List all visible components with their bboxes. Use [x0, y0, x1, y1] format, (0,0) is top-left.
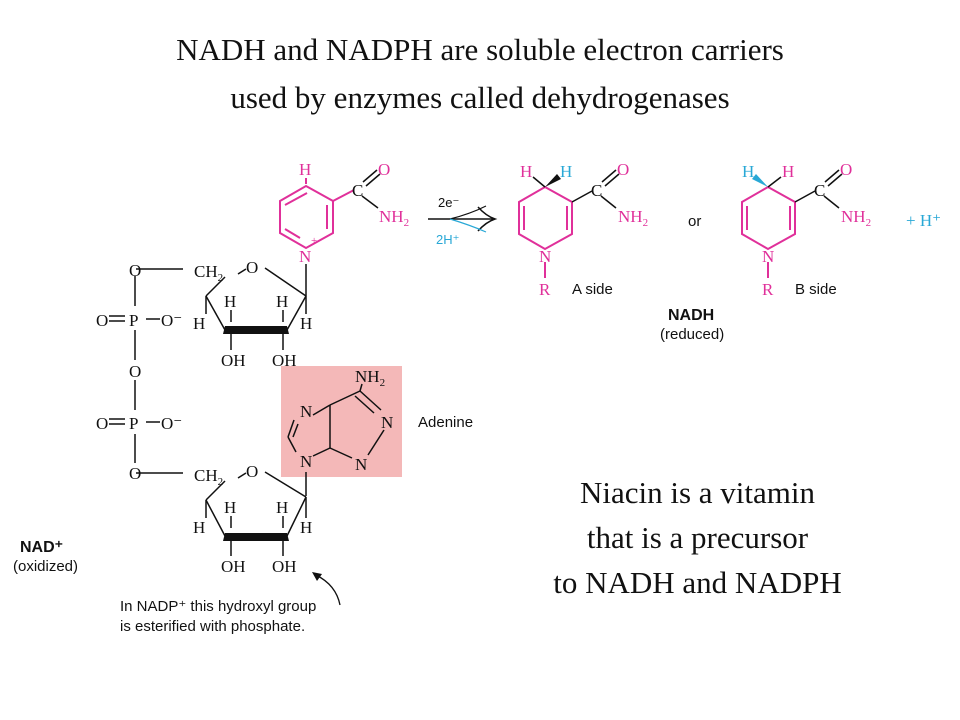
a-side-h-bond	[532, 176, 546, 188]
upper-h-2: H	[276, 292, 288, 311]
b-side-h-magenta: H	[782, 162, 794, 181]
niacin-note-line-3: to NADH and NADPH	[553, 565, 842, 600]
hydroxyl-pointer-arrowhead	[312, 572, 322, 581]
a-side-r: R	[539, 280, 551, 299]
b-side-amide-o: O	[840, 160, 852, 179]
b-side-h-cyan: H	[742, 162, 754, 181]
lower-ring-o-label: O	[246, 462, 258, 481]
upper-h-1: H	[224, 292, 236, 311]
adenine-ring	[287, 383, 385, 459]
adenine-n9: N	[300, 452, 312, 471]
or-label: or	[688, 213, 701, 230]
upper-oh-1: OH	[221, 351, 246, 370]
phosphate-o-3: O	[96, 414, 108, 433]
upper-ribose	[136, 267, 307, 350]
lower-ribose	[205, 471, 307, 556]
lower-h-2: H	[276, 498, 288, 517]
b-side-amide-nh2: NH2	[841, 207, 871, 229]
phosphate-o-minus-2: O⁻	[161, 414, 182, 433]
nadp-note-line-2: is esterified with phosphate.	[120, 618, 305, 635]
a-side-wedge-bond	[545, 174, 561, 187]
arrow-label-electrons: 2e⁻	[438, 195, 459, 210]
adenine-n3: N	[355, 455, 367, 474]
plus-proton-label: + H⁺	[906, 211, 941, 230]
carboxamide-group	[361, 169, 381, 209]
nad-state-label: (oxidized)	[13, 558, 78, 575]
upper-h-4: H	[300, 314, 312, 333]
phosphorus-1: P	[129, 311, 138, 330]
nadh-label: NADH	[668, 307, 714, 324]
adenine-label: Adenine	[418, 414, 473, 431]
phosphate-o-2: O	[96, 311, 108, 330]
title-line-1: NADH and NADPH are soluble electron carr…	[176, 32, 784, 67]
b-side-n: N	[762, 247, 774, 266]
b-side-h-bond	[767, 176, 782, 188]
reaction-arrow	[428, 205, 498, 233]
a-side-n: N	[539, 247, 551, 266]
a-side-carboxamide	[571, 169, 620, 209]
amide-nh2-label: NH2	[379, 207, 409, 229]
phosphate-o-4: O	[129, 464, 141, 483]
lower-ribose-bold-bond	[223, 533, 289, 541]
phosphate-o-1: O	[129, 261, 141, 280]
niacin-note-line-2: that is a precursor	[586, 520, 809, 555]
ring-n-label: N	[299, 247, 311, 266]
hydroxyl-pointer-arrow	[315, 574, 341, 606]
upper-ch2-label: CH2	[194, 262, 223, 284]
adenine-n1: N	[381, 413, 393, 432]
nad-label: NAD⁺	[20, 539, 63, 556]
lower-h-1: H	[224, 498, 236, 517]
a-side-amide-nh2: NH2	[618, 207, 648, 229]
b-side-r: R	[762, 280, 774, 299]
title-line-2: used by enzymes called dehydrogenases	[230, 80, 730, 115]
nicotinamide-ring-oxidized	[279, 178, 355, 250]
a-side-h-magenta: H	[520, 162, 532, 181]
a-side-h-cyan: H	[560, 162, 572, 181]
a-side-amide-c: C	[591, 181, 602, 200]
lower-oh-2: OH	[272, 557, 297, 576]
amide-c-label: C	[352, 181, 363, 200]
adenine-n7: N	[300, 402, 312, 421]
lower-h-3: H	[193, 518, 205, 537]
a-side-amide-o: O	[617, 160, 629, 179]
upper-oh-2: OH	[272, 351, 297, 370]
phosphorus-2: P	[129, 414, 138, 433]
adenine-highlight-box	[281, 366, 402, 477]
bridging-o: O	[129, 362, 141, 381]
ring-h-label: H	[299, 160, 311, 179]
phosphate-backbone	[109, 276, 183, 474]
b-side-label: B side	[795, 281, 837, 298]
adenine-nh2: NH2	[355, 367, 385, 389]
b-side-carboxamide	[794, 169, 843, 209]
nadp-note-line-1: In NADP⁺ this hydroxyl group	[120, 598, 316, 615]
a-side-label: A side	[572, 281, 613, 298]
phosphate-o-minus-1: O⁻	[161, 311, 182, 330]
lower-oh-1: OH	[221, 557, 246, 576]
b-side-amide-c: C	[814, 181, 825, 200]
lower-ch2-label: CH2	[194, 466, 223, 488]
amide-o-label: O	[378, 160, 390, 179]
lower-h-4: H	[300, 518, 312, 537]
upper-ring-o-label: O	[246, 258, 258, 277]
arrow-label-protons: 2H⁺	[436, 232, 459, 247]
upper-h-3: H	[193, 314, 205, 333]
nadh-state-label: (reduced)	[660, 326, 724, 343]
upper-ribose-bold-bond	[223, 326, 289, 334]
b-side-wedge-bond	[752, 174, 768, 187]
ring-n-plus-label: +	[311, 235, 317, 247]
niacin-note-line-1: Niacin is a vitamin	[579, 475, 816, 510]
